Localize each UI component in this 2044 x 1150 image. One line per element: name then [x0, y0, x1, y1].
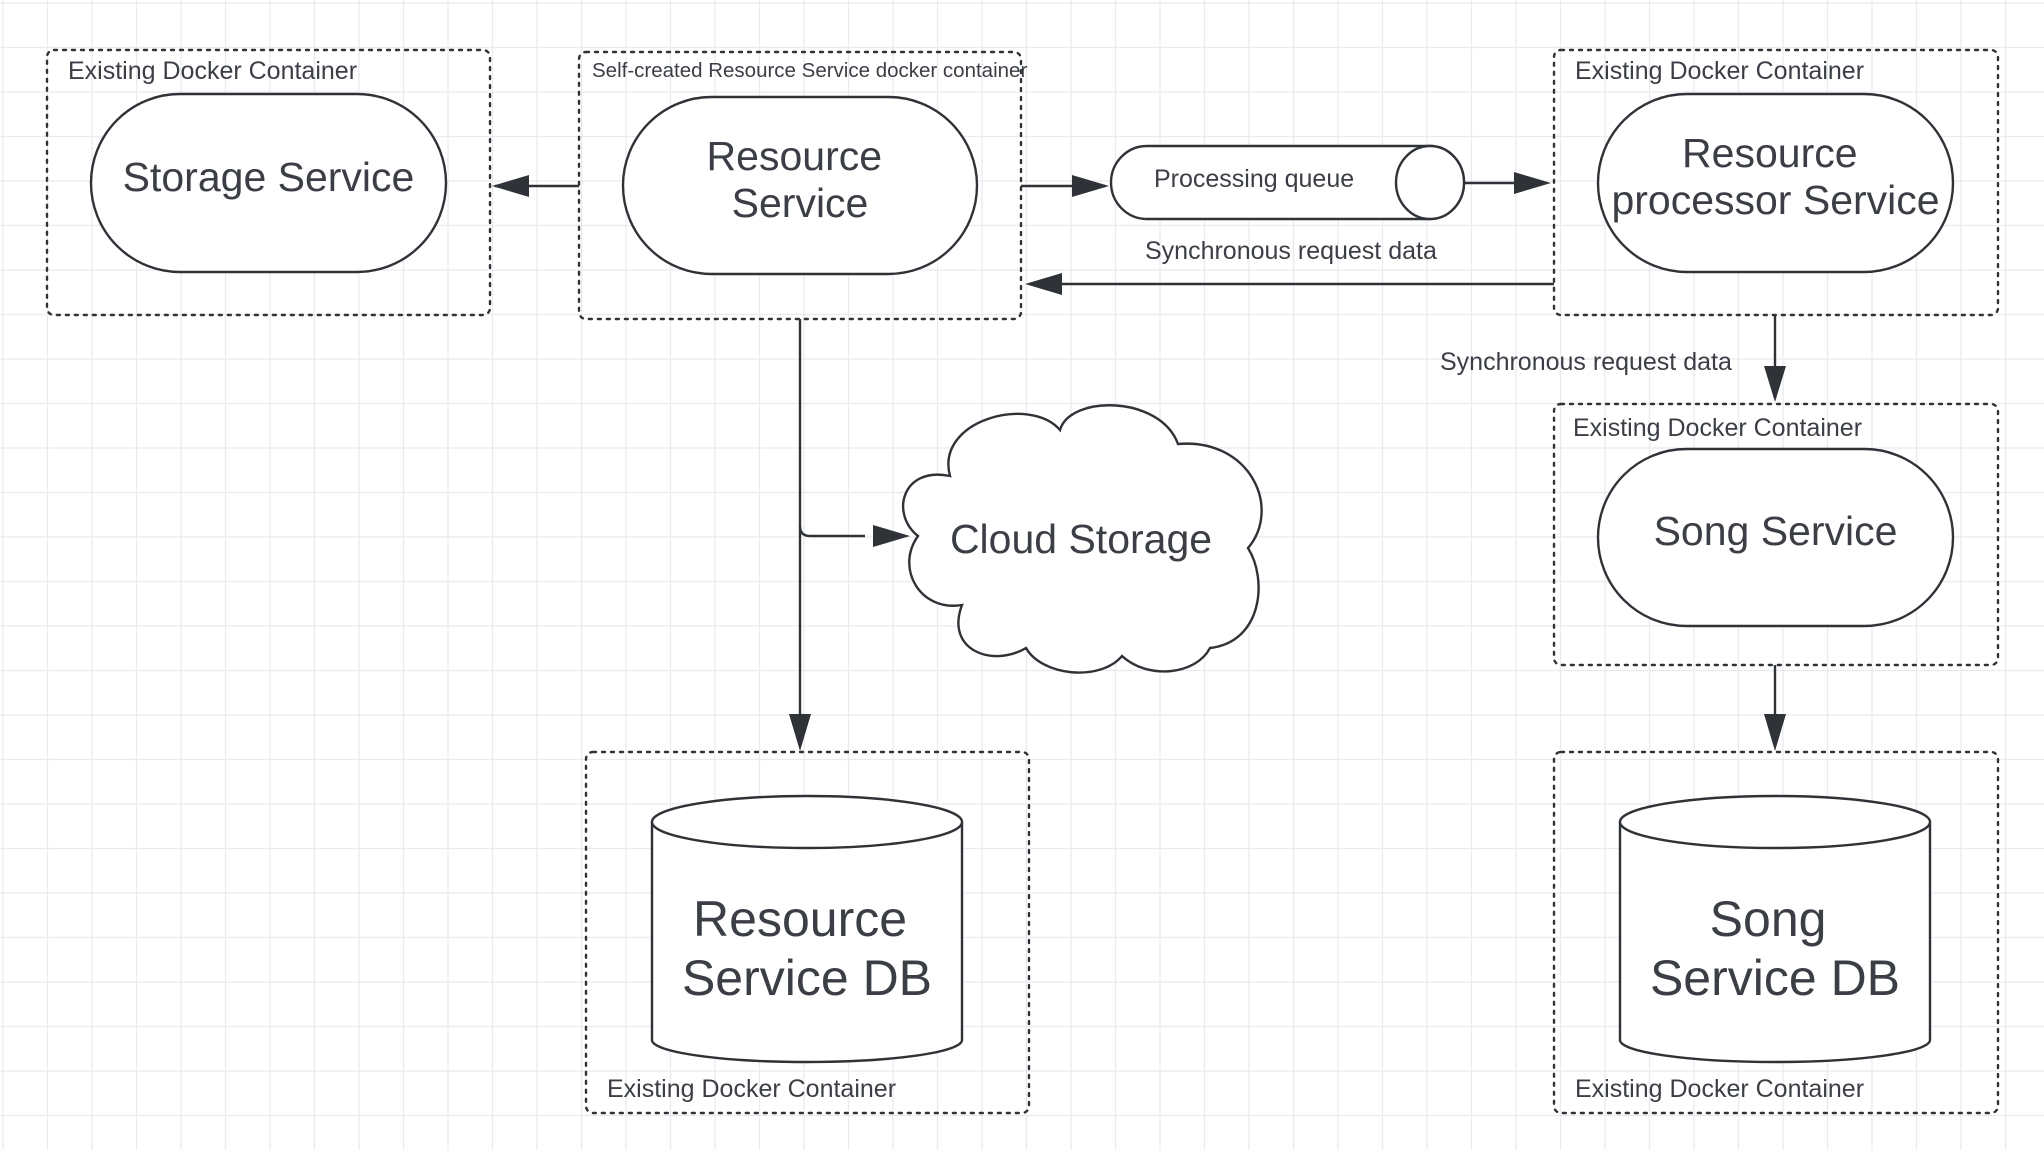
edge-resource-to-cloud[interactable]: [798, 319, 865, 538]
processor-service-node[interactable]: [1596, 92, 1955, 274]
edge-resource-to-queue-arrowhead: [1072, 175, 1109, 197]
song-db-label: Song Service DB: [1650, 891, 1900, 1006]
cloud-storage-node[interactable]: [901, 404, 1263, 674]
edge-processor-to-resource-label: Synchronous request data: [1145, 237, 1437, 265]
storage-service-label: Storage Service: [123, 154, 415, 200]
edge-song-to-song-db-arrowhead: [1764, 714, 1786, 751]
song-service-label: Song Service: [1654, 508, 1898, 554]
song-db-node[interactable]: [1618, 794, 1932, 1064]
edge-queue-to-processor-arrowhead: [1514, 172, 1551, 194]
resource-service-label: Resource Service: [707, 133, 894, 226]
song-container[interactable]: [1552, 402, 2000, 667]
processor-service-label: Resource processor Service: [1611, 130, 1939, 223]
song-db-container[interactable]: [1552, 750, 2000, 1115]
song-container-label: Existing Docker Container: [1573, 414, 1862, 442]
resource-container-label: Self-created Resource Service docker con…: [592, 59, 1027, 82]
edge-resource-to-resource-db-arrowhead: [789, 714, 811, 751]
edge-resource-to-storage-arrowhead: [492, 175, 529, 197]
resource-service-node[interactable]: [621, 95, 979, 276]
processing-queue-node[interactable]: [1109, 144, 1466, 221]
song-service-node[interactable]: [1596, 447, 1955, 628]
storage-container-label: Existing Docker Container: [68, 57, 357, 85]
storage-service-node[interactable]: [89, 92, 448, 274]
edge-processor-to-song-arrowhead: [1764, 366, 1786, 402]
edge-processor-to-song-label: Synchronous request data: [1440, 348, 1732, 376]
resource-db-label: Resource Service DB: [682, 891, 932, 1006]
processor-container-label: Existing Docker Container: [1575, 57, 1864, 85]
processing-queue-label: Processing queue: [1154, 165, 1354, 193]
edge-processor-to-resource-arrowhead: [1025, 273, 1062, 295]
song-db-container-label: Existing Docker Container: [1575, 1075, 1864, 1103]
resource-db-container[interactable]: [584, 750, 1031, 1115]
edge-resource-to-cloud-arrowhead: [873, 525, 910, 547]
cloud-storage-label: Cloud Storage: [950, 516, 1212, 562]
resource-db-container-label: Existing Docker Container: [607, 1075, 896, 1103]
resource-db-node[interactable]: [650, 794, 964, 1064]
